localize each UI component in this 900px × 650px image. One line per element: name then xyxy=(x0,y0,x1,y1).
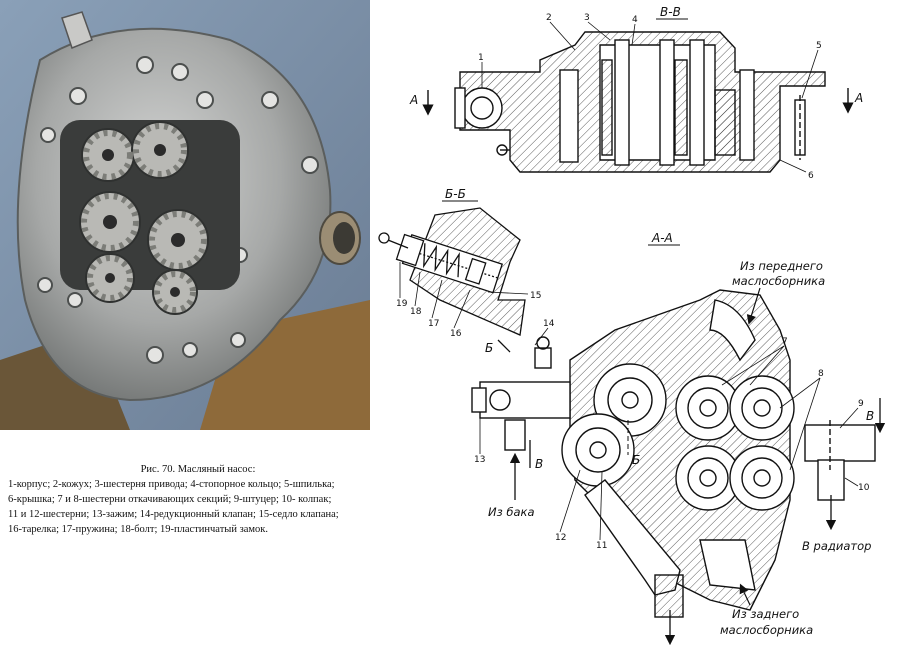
note-rear-collector-line2: маслосборника xyxy=(720,623,813,637)
callout-14: 14 xyxy=(543,319,555,329)
note-to-radiator: В радиатор xyxy=(802,539,871,553)
drive-shaft-boss xyxy=(61,11,93,49)
caption-line: 6-крышка; 7 и 8-шестерни откачивающих се… xyxy=(8,494,332,505)
callout-10: 10 xyxy=(858,483,870,493)
callout-17: 17 xyxy=(428,319,439,329)
callout-8: 8 xyxy=(818,369,824,379)
callout-11: 11 xyxy=(596,541,607,551)
section-title-bb: Б-Б xyxy=(445,187,466,201)
technical-drawing: В-В 2 3 4 1 5 6 А А Б-Б 19 18 17 16 15 xyxy=(378,5,886,646)
cut-mark-v-left: В xyxy=(535,457,543,471)
note-rear-collector-line1: Из заднего xyxy=(732,607,799,621)
caption-line: 16-тарелка; 17-пружина; 18-болт; 19-плас… xyxy=(8,524,269,535)
cut-mark-b-left: Б xyxy=(485,341,493,355)
callout-9: 9 xyxy=(858,399,864,409)
caption-title: Рис. 70. Масляный насос: xyxy=(140,464,256,475)
caption-line: 11 и 12-шестерни; 13-зажим; 14-редукцион… xyxy=(8,509,339,520)
note-from-tank: Из бака xyxy=(488,505,535,519)
callout-16: 16 xyxy=(450,329,462,339)
cut-mark-a-right: А xyxy=(854,91,863,105)
callout-15: 15 xyxy=(530,291,541,301)
callout-4: 4 xyxy=(632,15,638,25)
figure-caption: Рис. 70. Масляный насос: 1-корпус; 2-кож… xyxy=(8,462,388,537)
callout-5: 5 xyxy=(816,41,822,51)
cut-mark-b-small: Б xyxy=(632,453,640,467)
callout-19: 19 xyxy=(396,299,408,309)
section-bb xyxy=(378,207,526,336)
note-front-collector-line2: маслосборника xyxy=(732,274,825,288)
section-title-aa: А-А xyxy=(651,231,673,245)
callout-18: 18 xyxy=(410,307,422,317)
oil-pump-photo xyxy=(0,0,370,430)
callout-7: 7 xyxy=(782,337,788,347)
callout-13: 13 xyxy=(474,455,485,465)
section-vv xyxy=(454,31,826,173)
section-title-vv: В-В xyxy=(660,5,681,19)
callout-12: 12 xyxy=(555,533,566,543)
caption-line: 1-корпус; 2-кожух; 3-шестерня привода; 4… xyxy=(8,479,335,490)
callout-1: 1 xyxy=(478,53,484,63)
bolt-holes xyxy=(37,56,319,364)
callout-2: 2 xyxy=(546,13,552,23)
cut-mark-v-right: В xyxy=(866,409,874,423)
note-front-collector-line1: Из переднего xyxy=(740,259,823,273)
cut-mark-a-left: А xyxy=(409,93,418,107)
callout-6: 6 xyxy=(808,171,814,181)
callout-3: 3 xyxy=(584,13,590,23)
section-aa xyxy=(471,289,876,618)
